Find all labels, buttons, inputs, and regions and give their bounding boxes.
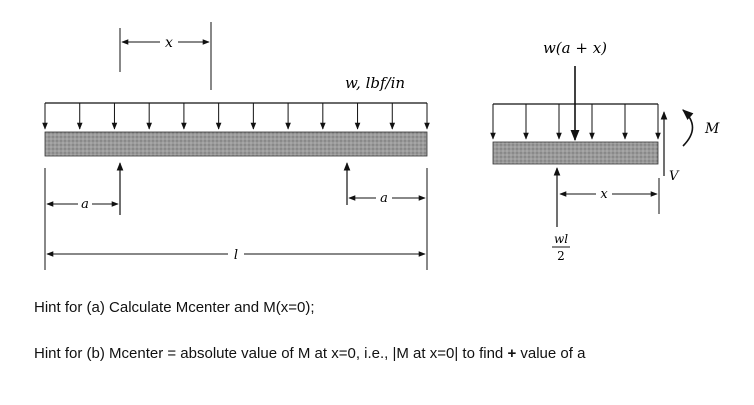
fb-x-label: x: [600, 187, 608, 202]
beam-diagram: w, lbf/in x a a l w(a + x) V: [42, 22, 720, 270]
hint-b-part1: Hint for (b) Mcenter = absolute value of…: [34, 345, 508, 362]
load-intensity-label: w, lbf/in: [345, 74, 405, 92]
left-beam: [44, 131, 428, 157]
x-label: x: [165, 35, 173, 51]
a-label-left: a: [81, 197, 89, 212]
moment-label: M: [704, 121, 720, 137]
hint-a-text: Hint for (a) Calculate Mcenter and M(x=0…: [34, 299, 315, 316]
reaction-numerator: wl: [554, 232, 568, 246]
hint-b-text: Hint for (b) Mcenter = absolute value of…: [34, 345, 585, 362]
resultant-load-label: w(a + x): [543, 39, 607, 57]
length-label: l: [234, 248, 238, 263]
hint-b-part2: value of a: [516, 345, 586, 362]
reaction-denominator: 2: [557, 249, 565, 263]
a-label-right: a: [380, 191, 388, 206]
free-body-beam: [492, 141, 659, 165]
fb-distributed-load-arrows: [490, 104, 661, 140]
free-body-group: w(a + x) V M wl 2 x: [490, 39, 720, 263]
left-beam-group: w, lbf/in x a a l: [42, 22, 430, 270]
distributed-load-arrows: [42, 103, 430, 130]
moment-arrow: [682, 109, 694, 147]
shear-label: V: [669, 169, 680, 184]
hint-b-plus: +: [507, 345, 517, 362]
